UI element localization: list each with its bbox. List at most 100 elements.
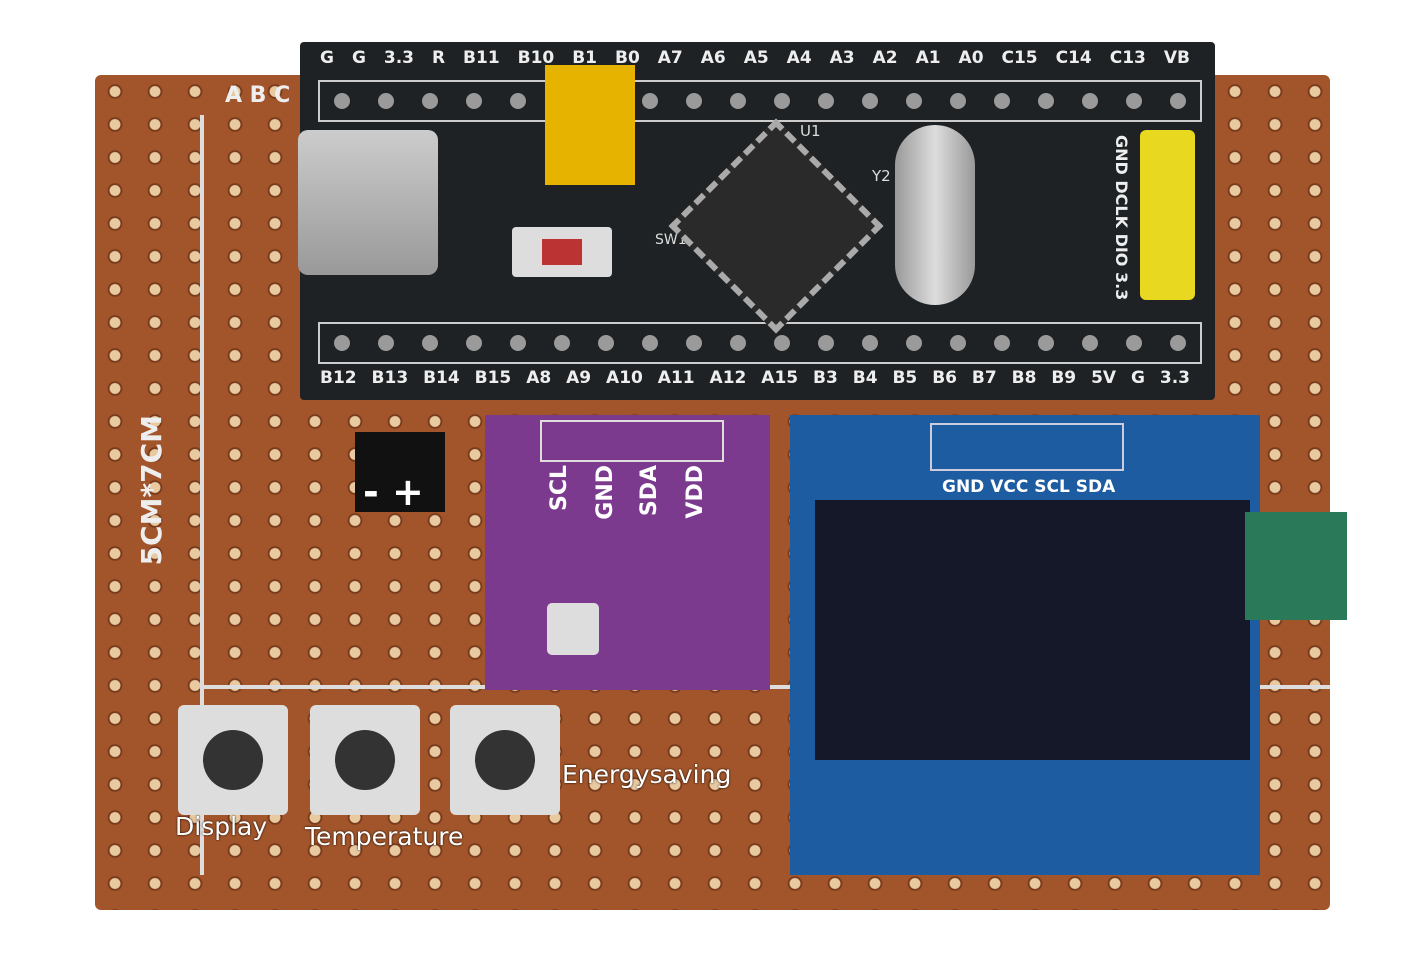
pin-hole (1170, 93, 1186, 109)
energysaving-button[interactable] (450, 705, 560, 815)
pin-hole (862, 335, 878, 351)
pin-label: 3.3 (1159, 368, 1190, 388)
pin-label: B14 (423, 368, 460, 388)
column-labels: A B C (225, 83, 291, 108)
pin-hole (994, 93, 1010, 109)
sensor-pin-gnd: GND (593, 465, 618, 520)
sensor-pin-scl: SCL (547, 465, 572, 512)
pin-label: B7 (971, 368, 997, 388)
pin-label: A0 (958, 48, 984, 68)
pin-hole (466, 93, 482, 109)
pin-hole (686, 93, 702, 109)
pin-label: B6 (932, 368, 957, 388)
board-size-label: 5CM*7CM (135, 415, 168, 566)
screen-film-tab (1245, 512, 1347, 620)
pin-hole (730, 93, 746, 109)
pin-label: B13 (371, 368, 409, 388)
power-connector: - + (355, 432, 445, 514)
pin-label: C13 (1109, 48, 1146, 68)
pin-hole (510, 93, 526, 109)
sensor-pin-vdd: VDD (683, 465, 708, 519)
temperature-label: Temperature (305, 822, 464, 851)
pin-label: A8 (526, 368, 552, 388)
pin-label: A1 (915, 48, 941, 68)
pin-label: G (320, 48, 334, 68)
pin-hole (994, 335, 1010, 351)
temperature-button[interactable] (310, 705, 420, 815)
pin-hole (1170, 335, 1186, 351)
pin-label: B10 (517, 48, 555, 68)
display-label: Display (175, 812, 268, 841)
pin-hole (510, 335, 526, 351)
oled-pin-labels: GND VCC SCL SDA (942, 477, 1116, 497)
sensor-module: SCL GND SDA VDD (485, 415, 770, 690)
usb-c-port[interactable] (298, 130, 438, 275)
boot-jumper[interactable] (545, 65, 635, 185)
energysaving-label: Energysaving (562, 760, 732, 789)
pin-hole (554, 335, 570, 351)
reset-button[interactable] (512, 227, 612, 277)
pin-label: B4 (852, 368, 878, 388)
pin-label: A2 (872, 48, 898, 68)
pin-hole (1126, 93, 1142, 109)
pin-hole (906, 93, 922, 109)
pin-label: VB (1163, 48, 1190, 68)
pin-hole (642, 93, 658, 109)
pin-hole (1082, 335, 1098, 351)
pin-label: A3 (829, 48, 855, 68)
pin-hole (378, 335, 394, 351)
pin-hole (642, 335, 658, 351)
pin-label: C15 (1001, 48, 1038, 68)
pin-hole (334, 335, 350, 351)
pin-label: B3 (813, 368, 838, 388)
pin-hole (862, 93, 878, 109)
pin-hole (422, 93, 438, 109)
crystal (895, 125, 975, 305)
pin-label: B0 (614, 48, 640, 68)
display-button[interactable] (178, 705, 288, 815)
pin-hole (1038, 335, 1054, 351)
pin-label: A6 (700, 48, 726, 68)
pin-hole (950, 335, 966, 351)
pin-label: A10 (606, 368, 643, 388)
oled-screen (815, 500, 1250, 760)
pin-label: A4 (786, 48, 812, 68)
pin-label: C14 (1055, 48, 1092, 68)
pin-label: B8 (1011, 368, 1037, 388)
top-header (318, 80, 1202, 122)
pin-label: B11 (463, 48, 500, 68)
pin-label: B5 (892, 368, 918, 388)
pin-label: A5 (743, 48, 769, 68)
pin-hole (774, 335, 790, 351)
pin-label: 5V (1091, 368, 1117, 388)
pin-label: B15 (474, 368, 512, 388)
pin-label: R (431, 48, 446, 68)
power-polarity-label: - + (363, 470, 424, 514)
pin-hole (598, 335, 614, 351)
pin-hole (1082, 93, 1098, 109)
pin-hole (1038, 93, 1054, 109)
pin-label: A11 (657, 368, 695, 388)
debug-header (1140, 130, 1195, 300)
pin-label: B12 (320, 368, 357, 388)
sensor-header (540, 420, 724, 462)
pin-label: A12 (709, 368, 747, 388)
sensor-chip (547, 603, 599, 655)
sensor-pin-sda: SDA (637, 465, 662, 517)
pin-hole (906, 335, 922, 351)
crystal-label: Y2 (872, 167, 891, 185)
debug-pin-labels: GND DCLK DIO 3.3 (1112, 135, 1131, 301)
pin-label: G (351, 48, 366, 68)
bottom-header (318, 322, 1202, 364)
pin-hole (466, 335, 482, 351)
pin-hole (378, 93, 394, 109)
pin-label: B9 (1051, 368, 1077, 388)
pin-hole (818, 335, 834, 351)
pin-hole (730, 335, 746, 351)
pin-hole (334, 93, 350, 109)
pin-label: A7 (657, 48, 683, 68)
pin-label: A9 (566, 368, 592, 388)
oled-header (930, 423, 1124, 471)
